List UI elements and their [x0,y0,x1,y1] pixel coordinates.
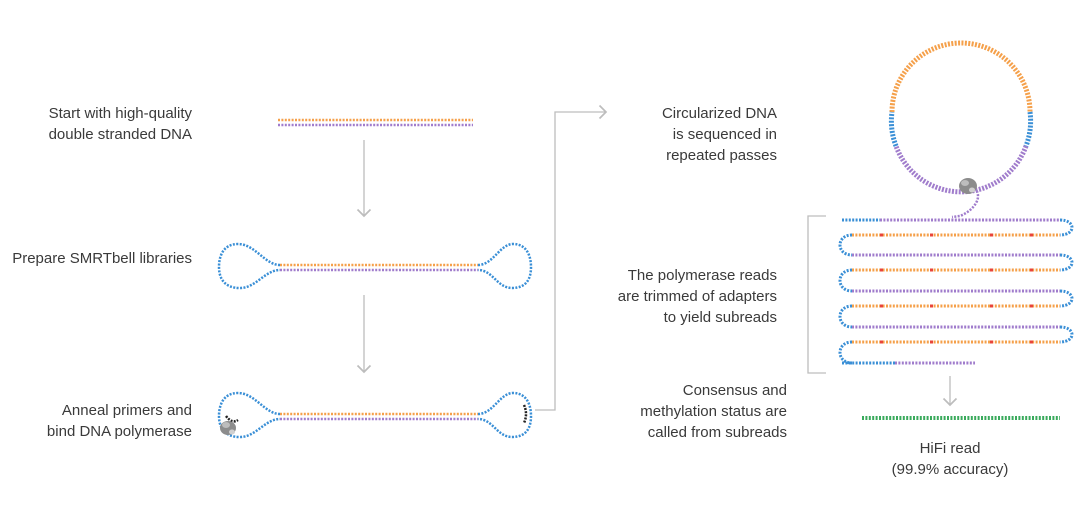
adapter-trim-marker [880,340,883,344]
adapter-trim-marker [880,304,883,308]
right-adapter-loop [1059,325,1074,344]
step-anneal-label: Anneal primers and bind DNA polymerase [47,400,192,442]
adapter-trim-marker [1030,304,1033,308]
label-line: Consensus and [682,382,787,399]
adapter-trim-marker [990,268,993,272]
left-hairpin-adapter [217,242,281,290]
adapter-trim-marker [930,233,933,237]
circularized-dna [888,40,1034,219]
left-adapter-loop [838,268,853,293]
adapter-trim-marker [930,304,933,308]
connector-arrow [535,104,608,411]
adapter-trim-marker [1030,268,1033,272]
step-start-label: Start with high-quality double stranded … [49,103,192,145]
primer-right [522,404,528,424]
primer-left [225,415,239,423]
step-circular-label: Circularized DNA is sequenced in repeate… [662,103,777,166]
right-adapter-loop [1059,253,1074,272]
label-line: Prepare SMRTbell libraries [12,250,192,267]
left-adapter-loop [838,340,853,365]
smrtbell-with-polymerase [217,391,533,439]
right-adapter-loop [1059,289,1074,308]
label-line: Start with high-quality [48,105,192,122]
label-line: HiFi read [919,440,981,457]
smrtbell-template [217,242,533,290]
circle-top-insert [889,40,1033,113]
label-line: Anneal primers and [61,402,192,419]
dsdna-fragment [278,118,473,127]
polymerase-blob-icon [220,421,236,435]
subreads-bracket [807,215,826,374]
label-line: to yield subreads [663,309,777,326]
step-prepare-label: Prepare SMRTbell libraries [12,248,192,269]
adapter-trim-marker [1030,233,1033,237]
circle-right-adapter [1023,111,1034,147]
polymerase-read [838,218,1074,365]
label-line: methylation status are [640,403,787,420]
right-hairpin-adapter [477,391,533,439]
adapter-trim-marker [990,233,993,237]
left-adapter-loop [838,304,853,329]
adapter-trim-marker [990,304,993,308]
label-line: (99.9% accuracy) [891,461,1009,478]
label-line: The polymerase reads [627,267,777,284]
circle-left-adapter [888,111,899,147]
adapter-trim-marker [880,268,883,272]
label-line: is sequenced in [672,126,777,143]
label-line: bind DNA polymerase [46,423,192,440]
right-hairpin-adapter [477,242,533,290]
label-line: double stranded DNA [48,126,192,143]
adapter-trim-marker [930,340,933,344]
adapter-trim-marker [930,268,933,272]
adapter-trim-marker [1030,340,1033,344]
label-line: are trimmed of adapters [617,288,777,305]
label-line: Circularized DNA [661,105,777,122]
label-line: repeated passes [666,147,777,164]
hifi-read-label: HiFi read (99.9% accuracy) [880,438,1020,480]
polymerase-blob-icon [959,178,977,194]
adapter-trim-marker [880,233,883,237]
right-adapter-loop [1059,218,1074,237]
label-line: called from subreads [647,424,787,441]
left-adapter-loop [838,233,853,257]
step-trim-label: The polymerase reads are trimmed of adap… [618,265,777,328]
adapter-trim-marker [990,340,993,344]
step-consensus-label: Consensus and methylation status are cal… [640,380,787,443]
